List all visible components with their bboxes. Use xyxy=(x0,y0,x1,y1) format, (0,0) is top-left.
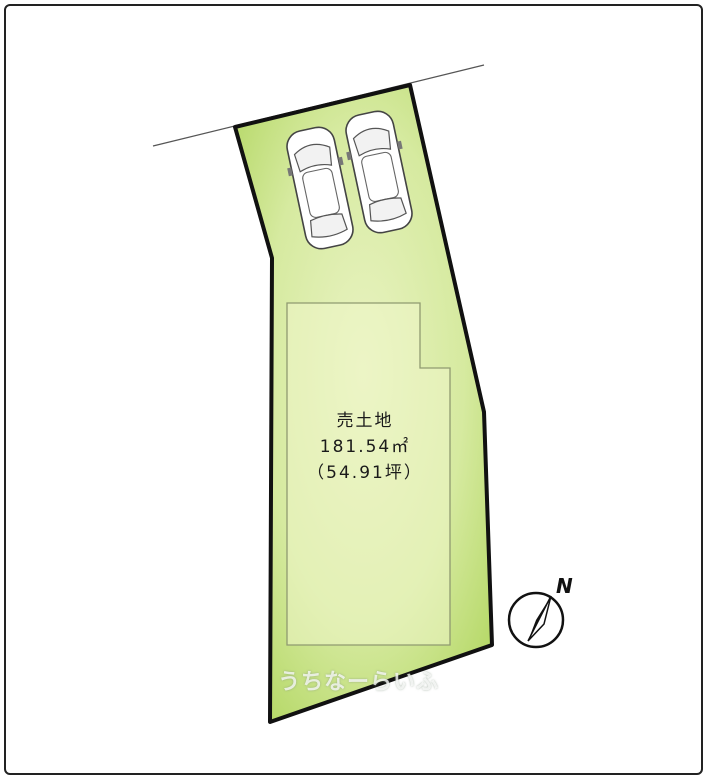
lot-area-tsubo: （54.91坪） xyxy=(307,463,423,483)
watermark-logo: うちなーらいふ xyxy=(278,670,440,695)
car-icon xyxy=(286,126,354,250)
building-footprint xyxy=(286,302,451,646)
lot-title: 売土地 xyxy=(336,411,394,431)
car-icon xyxy=(345,110,413,234)
north-arrow-icon: N xyxy=(507,574,573,649)
lot-label: 売土地 181.54㎡ （54.91坪） xyxy=(270,408,460,486)
compass-north-label: N xyxy=(556,574,573,598)
lot-area-sqm: 181.54㎡ xyxy=(319,437,411,457)
